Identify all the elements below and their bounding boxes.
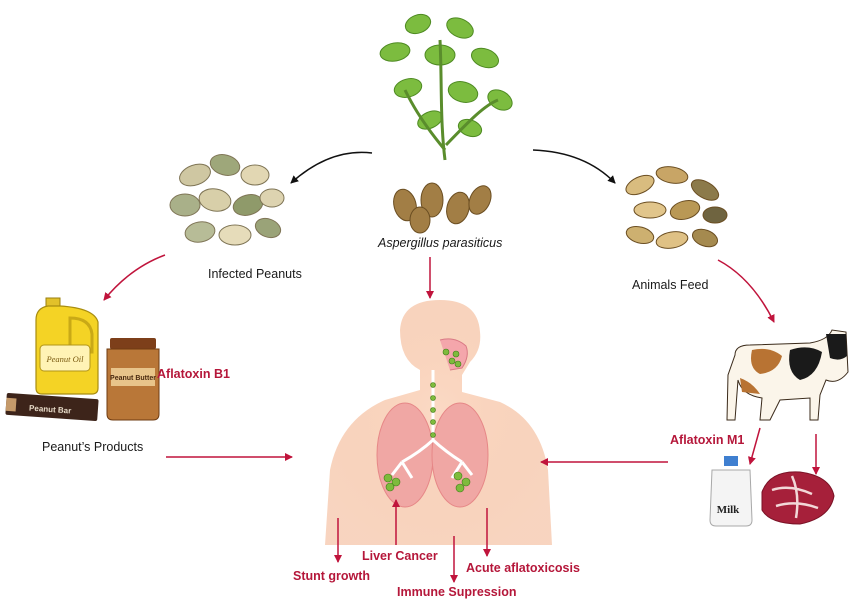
arrow-cow-to-milk	[748, 427, 761, 465]
aflatoxin-b1-label: Aflatoxin B1	[157, 367, 230, 381]
arrow-source-to-feed	[532, 149, 616, 184]
arrow-feed-to-cow	[717, 259, 775, 323]
infected-peanuts-label: Infected Peanuts	[208, 267, 302, 281]
milk-label: Milk	[717, 504, 740, 516]
acute-aflatoxicosis-label: Acute aflatoxicosis	[466, 561, 580, 575]
oil-label: Peanut Oil	[45, 354, 84, 364]
peanut-products-image: Peanut Oil Peanut Butter Peanut Bar	[5, 297, 160, 422]
meat-image	[761, 471, 835, 525]
peanut-products-label: Peanut’s Products	[42, 440, 144, 454]
bar-label: Peanut Bar	[29, 404, 72, 416]
animal-feed-peanuts-image	[625, 166, 728, 249]
immune-supression-label: Immune Supression	[397, 585, 517, 599]
stunt-growth-label: Stunt growth	[293, 569, 371, 583]
source-label: Aspergillus parasiticus	[378, 236, 503, 250]
infected-peanuts-image	[169, 154, 285, 246]
animals-feed-label: Animals Feed	[632, 278, 709, 292]
cow-image	[726, 329, 849, 421]
milk-jug-image: Milk	[709, 456, 753, 527]
arrow-infected-to-products	[103, 254, 166, 301]
aflatoxin-m1-label: Aflatoxin M1	[670, 433, 745, 447]
butter-label: Peanut Butter	[110, 375, 156, 382]
liver-cancer-label: Liver Cancer	[362, 549, 438, 563]
human-body-image	[325, 300, 552, 545]
arrow-source-to-infected	[290, 151, 373, 184]
peanut-plant-image	[379, 13, 513, 234]
